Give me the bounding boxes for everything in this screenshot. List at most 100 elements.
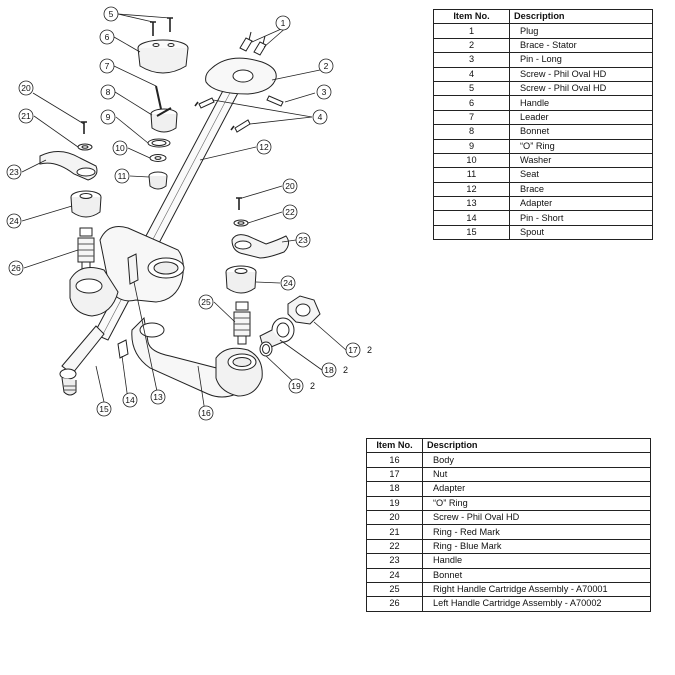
description-cell: Screw - Phil Oval HD bbox=[509, 66, 653, 82]
pin-short-14 bbox=[117, 339, 129, 359]
column-header-description: Description bbox=[422, 437, 651, 454]
callout-20-right: 20 bbox=[285, 181, 295, 191]
leader-7 bbox=[155, 85, 162, 110]
description-cell: Handle bbox=[509, 95, 653, 111]
screws-4 bbox=[194, 97, 251, 133]
seat-11 bbox=[148, 171, 168, 190]
cartridge-26 bbox=[77, 227, 95, 271]
callout-circles bbox=[6, 6, 361, 421]
description-cell: Leader bbox=[509, 109, 653, 126]
adapter-13 bbox=[127, 253, 139, 285]
item-number-cell: 3 bbox=[433, 52, 510, 68]
column-header-item-no: Item No. bbox=[433, 8, 510, 25]
description-cell: Bonnet bbox=[422, 567, 651, 583]
callout-4: 4 bbox=[318, 112, 323, 122]
callout-11: 11 bbox=[118, 171, 127, 181]
callout-23-right: 23 bbox=[298, 235, 308, 245]
callout-20-left: 20 bbox=[21, 83, 31, 93]
description-cell: Bonnet bbox=[509, 124, 653, 140]
description-cell: Body bbox=[422, 452, 651, 468]
callout-8: 8 bbox=[106, 87, 111, 97]
callout-5: 5 bbox=[109, 9, 114, 19]
washer-10 bbox=[149, 154, 167, 162]
item-number-cell: 21 bbox=[366, 524, 423, 540]
screw-20-right bbox=[236, 197, 242, 210]
description-cell: Seat bbox=[509, 167, 653, 183]
callout-1: 1 bbox=[281, 18, 286, 28]
column-header-item-no: Item No. bbox=[366, 437, 423, 454]
description-cell: Brace bbox=[509, 181, 653, 198]
column-header-description: Description bbox=[509, 8, 653, 25]
callout-9: 9 bbox=[106, 112, 111, 122]
item-number-cell: 5 bbox=[433, 80, 510, 97]
table-row: 9“O” Ring bbox=[433, 138, 653, 154]
description-cell: Screw - Phil Oval HD bbox=[422, 509, 651, 526]
description-cell: Pin - Long bbox=[509, 52, 653, 68]
description-cell: Adapter bbox=[509, 196, 653, 212]
description-cell: Left Handle Cartridge Assembly - A70002 bbox=[422, 596, 651, 612]
description-cell: Plug bbox=[509, 23, 653, 39]
spout-15 bbox=[59, 325, 105, 396]
description-cell: Handle bbox=[422, 553, 651, 569]
handle-23-right bbox=[231, 234, 290, 259]
handle-cap-6 bbox=[137, 39, 189, 74]
quantity-note-18: 2 bbox=[343, 365, 348, 375]
callout-18: 18 bbox=[324, 365, 334, 375]
cartridge-25 bbox=[233, 301, 251, 345]
callout-15: 15 bbox=[99, 404, 109, 414]
description-cell: Washer bbox=[509, 152, 653, 169]
item-number-cell: 23 bbox=[366, 553, 423, 569]
bonnet-8 bbox=[150, 107, 178, 133]
item-number-cell: 7 bbox=[433, 109, 510, 126]
callout-13: 13 bbox=[153, 392, 163, 402]
description-cell: Adapter bbox=[422, 481, 651, 497]
item-number-cell: 6 bbox=[433, 95, 510, 111]
screws-5 bbox=[150, 17, 173, 36]
item-number-cell: 9 bbox=[433, 138, 510, 154]
o-ring-19 bbox=[259, 341, 273, 357]
item-number-cell: 16 bbox=[366, 452, 423, 468]
callout-21: 21 bbox=[21, 111, 31, 121]
description-cell: Spout bbox=[509, 224, 653, 241]
description-cell: Right Handle Cartridge Assembly - A70001 bbox=[422, 581, 651, 598]
callout-2: 2 bbox=[324, 61, 329, 71]
callout-19: 19 bbox=[291, 381, 301, 391]
callout-3: 3 bbox=[322, 87, 327, 97]
description-cell: Nut bbox=[422, 466, 651, 483]
callout-22: 22 bbox=[285, 207, 295, 217]
callout-24-right: 24 bbox=[283, 278, 293, 288]
callout-17: 17 bbox=[348, 345, 358, 355]
callout-12: 12 bbox=[259, 142, 269, 152]
callout-16: 16 bbox=[201, 408, 211, 418]
item-number-cell: 2 bbox=[433, 37, 510, 54]
handle-23-left bbox=[39, 151, 98, 181]
item-number-cell: 4 bbox=[433, 66, 510, 82]
quantity-note-19: 2 bbox=[310, 381, 315, 391]
item-number-cell: 25 bbox=[366, 581, 423, 598]
item-number-cell: 20 bbox=[366, 509, 423, 526]
quantity-note-17: 2 bbox=[367, 345, 372, 355]
item-number-cell: 1 bbox=[433, 23, 510, 39]
bonnet-24-left bbox=[70, 190, 102, 218]
